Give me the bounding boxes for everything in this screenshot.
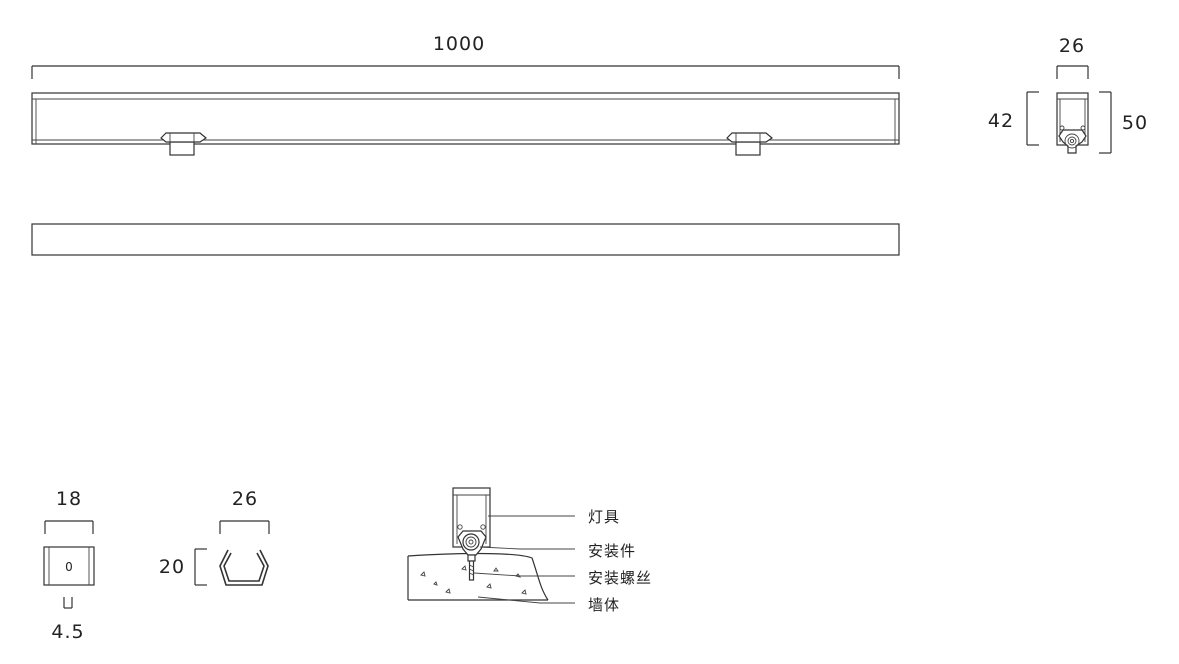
clip-thickness-dimension: 4.5 bbox=[51, 597, 84, 643]
end-profile bbox=[1056, 92, 1089, 154]
end-height-outer-label: 50 bbox=[1122, 112, 1148, 134]
bracket-profile bbox=[219, 549, 269, 586]
bracket-height-dimension: 20 bbox=[159, 548, 207, 586]
bracket-detail: 26 20 bbox=[159, 488, 270, 586]
legend-screw: 安装螺丝 bbox=[588, 569, 652, 587]
legend-wall: 墙体 bbox=[588, 596, 620, 614]
wall bbox=[407, 552, 549, 601]
end-view: 26 42 50 bbox=[988, 35, 1148, 154]
clip-thickness-label: 4.5 bbox=[51, 621, 84, 643]
bracket-width-label: 26 bbox=[232, 488, 258, 510]
end-height-outer-dimension: 50 bbox=[1099, 91, 1148, 154]
front-view: 1000 bbox=[31, 33, 900, 156]
legend-fixture: 灯具 bbox=[588, 508, 620, 526]
clip-width-dimension: 18 bbox=[44, 488, 94, 534]
clip-marking: 0 bbox=[65, 560, 73, 574]
top-view bbox=[31, 223, 900, 256]
bracket-width-dimension: 26 bbox=[219, 488, 270, 534]
mounting-clip-left bbox=[160, 132, 208, 156]
mount-section bbox=[457, 530, 487, 556]
end-height-inner-label: 42 bbox=[988, 110, 1014, 132]
end-width-dimension: 26 bbox=[1056, 35, 1089, 79]
bracket-height-label: 20 bbox=[159, 556, 185, 578]
length-dimension-label: 1000 bbox=[433, 33, 485, 55]
length-dimension: 1000 bbox=[31, 33, 900, 79]
end-height-inner-dimension: 42 bbox=[988, 91, 1039, 146]
screw-section bbox=[467, 554, 476, 581]
leader-lines bbox=[473, 515, 575, 604]
installation-diagram: 灯具 安装件 安装螺丝 墙体 bbox=[407, 487, 652, 614]
clip-detail: 18 0 4.5 bbox=[43, 488, 95, 643]
mounting-clip-right bbox=[726, 132, 774, 156]
clip-body: 0 bbox=[43, 546, 95, 586]
end-width-label: 26 bbox=[1059, 35, 1085, 57]
clip-width-label: 18 bbox=[56, 488, 82, 510]
legend-mount: 安装件 bbox=[588, 542, 636, 560]
